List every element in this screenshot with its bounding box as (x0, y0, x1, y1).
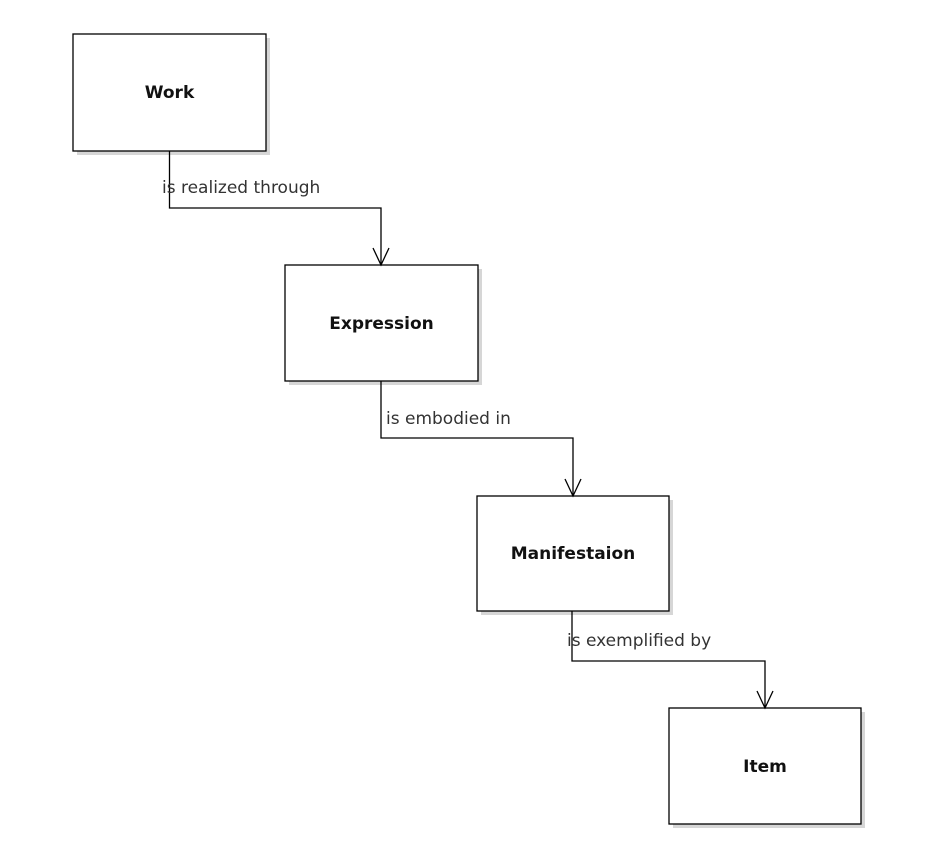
edge-expression-to-manifestation[interactable]: is embodied in (380, 381, 582, 498)
node-expression-label: Expression (329, 314, 434, 334)
edge-manifestation-to-item[interactable]: is exemplified by (567, 611, 774, 710)
node-expression-box (284, 264, 479, 382)
node-item[interactable]: Item (668, 707, 865, 828)
edge-work-to-expression-line (168, 151, 382, 265)
arrowhead-icon (756, 690, 774, 710)
node-work-label: Work (145, 83, 195, 103)
edge-work-to-expression[interactable]: is realized through (162, 151, 390, 267)
edge-work-to-expression-label: is realized through (162, 178, 320, 198)
edge-manifestation-to-item-line (571, 611, 766, 708)
node-work[interactable]: Work (72, 33, 270, 155)
edge-expression-to-manifestation-label: is embodied in (386, 409, 511, 429)
edge-manifestation-to-item-label: is exemplified by (567, 631, 711, 651)
node-work-box (72, 33, 267, 152)
node-manifestation-box (476, 495, 670, 612)
node-manifestation-label: Manifestaion (511, 544, 636, 564)
edge-expression-to-manifestation-line (380, 381, 574, 496)
arrowhead-icon (372, 247, 390, 267)
node-expression[interactable]: Expression (284, 264, 482, 385)
arrowhead-icon (564, 478, 582, 498)
node-item-label: Item (743, 757, 787, 777)
node-manifestation[interactable]: Manifestaion (476, 495, 673, 615)
